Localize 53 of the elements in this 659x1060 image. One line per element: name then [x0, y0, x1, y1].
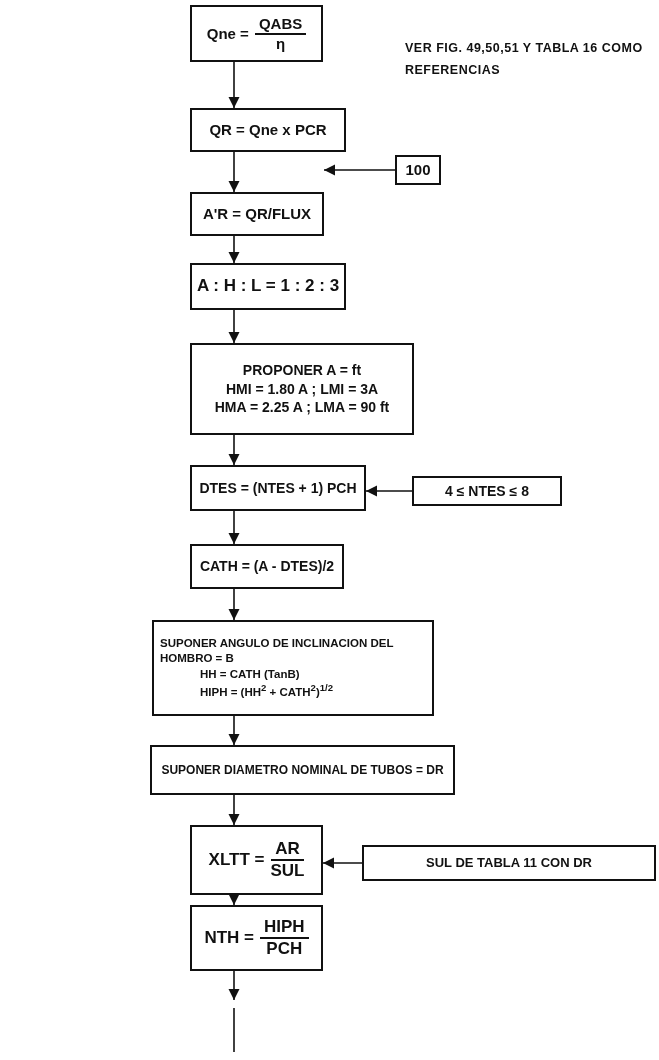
process-box	[190, 192, 324, 236]
arrow	[228, 970, 240, 1001]
process-box	[190, 544, 344, 589]
process-box	[362, 845, 656, 881]
process-box	[190, 343, 414, 435]
arrow	[228, 794, 240, 826]
process-box	[190, 108, 346, 152]
formula-text: PROPONER A = ft	[242, 360, 362, 380]
arrow	[322, 857, 363, 869]
process-box	[190, 465, 366, 511]
process-box	[190, 263, 346, 310]
denominator: PCH	[266, 939, 303, 960]
arrow	[228, 235, 240, 264]
arrow	[365, 485, 413, 497]
reference-note: VER FIG. 49,50,51 Y TABLA 16 COMO REFERENCIAS	[405, 40, 644, 79]
process-box	[190, 825, 323, 895]
formula-text: HIPH = (HH$^{2}$ + CATH$^{2}$)$^{1/2}$	[199, 682, 335, 700]
equation-text: NTH =	[204, 928, 254, 948]
formula-text: SUPONER DIAMETRO NOMINAL DE TUBOS = DR	[161, 761, 444, 779]
process-box	[150, 745, 455, 795]
arrow	[323, 164, 396, 176]
formula-text: QR = Qne x PCR	[209, 119, 327, 140]
arrow	[228, 893, 240, 906]
process-box	[395, 155, 441, 185]
numerator: HIPH	[260, 916, 309, 939]
formula-text: A : H : L = 1 : 2 : 3	[196, 275, 340, 298]
arrow	[228, 309, 240, 344]
equation-text: XLTT =	[208, 850, 265, 870]
arrow	[228, 510, 240, 545]
arrow	[228, 151, 240, 193]
denominator: η	[275, 34, 286, 53]
equation-text: Qne =	[206, 25, 249, 42]
arrow	[228, 61, 240, 109]
process-box	[412, 476, 562, 506]
formula-text: HH = CATH (TanB)	[199, 666, 301, 682]
denominator: SUL	[270, 861, 305, 882]
formula-text: 4 ≤ NTES ≤ 8	[445, 481, 529, 501]
formula-text: HMA = 2.25 A ; LMA = 90 ft	[214, 398, 390, 418]
process-box	[152, 620, 434, 716]
formula-text: A'R = QR/FLUX	[202, 203, 312, 224]
numerator: QABS	[254, 14, 307, 35]
formula-text: SUPONER ANGULO DE INCLINACION DEL HOMBRO = B	[160, 635, 395, 667]
process-box	[190, 5, 323, 62]
arrow	[228, 434, 240, 466]
numerator: AR	[271, 838, 304, 861]
formula-text: CATH = (A - DTES)/2	[199, 557, 335, 576]
formula-text: HMI = 1.80 A ; LMI = 3A	[225, 379, 379, 399]
formula-text: SUL DE TABLA 11 CON DR	[426, 854, 592, 872]
arrow	[228, 715, 240, 746]
process-box	[190, 905, 323, 971]
formula-text: DTES = (NTES + 1) PCH	[199, 478, 357, 498]
arrow	[228, 588, 240, 621]
formula-text: 100	[405, 159, 431, 180]
